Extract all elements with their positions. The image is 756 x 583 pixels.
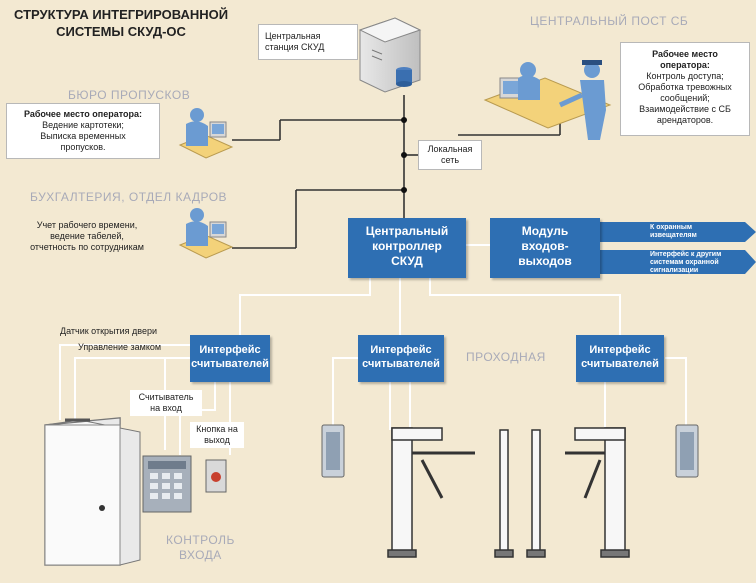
io-output-line: сигнализации: [650, 267, 699, 274]
operator-desk-icon: [483, 62, 612, 129]
central-post-workplace-title-1: Рабочее место: [652, 49, 718, 59]
title-line-1: СТРУКТУРА ИНТЕГРИРОВАННОЙ: [14, 7, 229, 22]
exit-button-line-2: выход: [204, 435, 230, 445]
security-guard-icon: [558, 60, 606, 140]
turnstile-label: ПРОХОДНАЯ: [466, 350, 546, 364]
reader-interface-line-1: Интерфейс: [589, 344, 651, 356]
accounting-text-line: отчетность по сотрудникам: [30, 242, 144, 252]
reader-interface-line-1: Интерфейс: [370, 344, 432, 356]
central-controller-line-1: Центральный: [365, 224, 449, 238]
central-post-item: Контроль доступа;: [646, 71, 724, 81]
io-module-line-3: выходов: [518, 254, 572, 268]
accounting-operator-icon: [178, 208, 234, 259]
door-icon: [44, 417, 141, 566]
reader-interface-line-1: Интерфейс: [199, 344, 261, 356]
io-output-line: системам охранной: [650, 259, 719, 266]
reader-interface-line-2: считывателей: [362, 358, 440, 370]
pass-office-item: пропусков.: [60, 142, 106, 152]
io-module-line-2: входов-: [521, 239, 569, 253]
connection-lines: [232, 95, 561, 249]
reader-interface-line-2: считывателей: [191, 358, 269, 370]
exit-button-label: Кнопка на выход: [190, 422, 244, 448]
card-reader-right-icon: [675, 424, 699, 478]
server-icon: [358, 17, 422, 93]
lock-control-label: Управление замком: [78, 342, 162, 352]
entrance-caption-line-1: КОНТРОЛЬ: [166, 533, 235, 547]
central-controller-line-3: СКУД: [391, 254, 423, 268]
central-controller: Центральный контроллер СКУД: [348, 218, 466, 278]
central-post-workplace: Рабочее место оператора: Контроль доступ…: [620, 42, 750, 136]
central-post-item: Взаимодействие с СБ: [639, 104, 731, 114]
accounting-text-line: Учет рабочего времени,: [36, 220, 138, 230]
pass-office-heading: БЮРО ПРОПУСКОВ: [68, 88, 191, 102]
entry-reader-line-2: на вход: [150, 403, 182, 413]
reader-interface-entrance: Интерфейс считывателей: [190, 335, 270, 382]
central-station-label: Центральная станция СКУД: [258, 24, 358, 60]
reader-interface-turnstile-left: Интерфейс считывателей: [358, 335, 444, 382]
exit-button-line-1: Кнопка на: [196, 424, 238, 434]
central-post-item: сообщений;: [660, 93, 710, 103]
entrance-caption-line-2: ВХОДА: [179, 548, 222, 562]
io-output-line: Интерфейс к другим: [650, 251, 722, 258]
local-network-line-2: сеть: [440, 155, 460, 165]
central-post-heading: ЦЕНТРАЛЬНЫЙ ПОСТ СБ: [530, 14, 689, 28]
local-network-label: Локальная сеть: [418, 140, 482, 170]
io-output-alarm-sensors: К охранным извещателям: [650, 224, 697, 240]
central-post-item: Обработка тревожных: [638, 82, 732, 92]
pass-office-workplace: Рабочее место оператора: Ведение картоте…: [6, 103, 160, 159]
pass-office-item: Выписка временных: [40, 131, 126, 141]
exit-button-icon: [205, 459, 227, 493]
accounting-text-line: ведение табелей,: [50, 231, 124, 241]
diagram-title: СТРУКТУРА ИНТЕГРИРОВАННОЙ СИСТЕМЫ СКУД-О…: [14, 6, 228, 40]
turnstile-posts-icon: [494, 429, 546, 558]
card-reader-left-icon: [321, 424, 345, 478]
central-controller-line-2: контроллер: [372, 239, 442, 253]
accounting-text: Учет рабочего времени, ведение табелей, …: [12, 220, 162, 253]
io-output-line: извещателям: [650, 232, 697, 239]
io-output-alarm-systems: Интерфейс к другим системам охранной сиг…: [650, 251, 721, 275]
pass-office-item: Ведение картотеки;: [42, 120, 124, 130]
io-module-line-1: Модуль: [521, 224, 569, 238]
title-line-2: СИСТЕМЫ СКУД-ОС: [56, 24, 186, 39]
central-post-item: арендаторов.: [656, 115, 714, 125]
turnstile-left-icon: [387, 427, 475, 558]
keypad-reader-icon: [142, 455, 192, 513]
reader-interface-line-2: считывателей: [581, 358, 659, 370]
io-module: Модуль входов- выходов: [490, 218, 600, 278]
central-station-line-1: Центральная: [265, 31, 321, 41]
entry-reader-line-1: Считыватель: [138, 392, 194, 402]
accounting-heading: БУХГАЛТЕРИЯ, ОТДЕЛ КАДРОВ: [30, 190, 228, 204]
reader-interface-turnstile-right: Интерфейс считывателей: [576, 335, 664, 382]
entrance-caption: КОНТРОЛЬ ВХОДА: [166, 533, 235, 563]
central-post-workplace-title-2: оператора:: [660, 60, 710, 70]
turnstile-right-icon: [565, 427, 630, 558]
pass-office-workplace-title: Рабочее место оператора:: [23, 109, 143, 119]
entrance-wires: [59, 344, 190, 420]
output-arrows: [600, 222, 756, 274]
entry-reader-label: Считыватель на вход: [130, 390, 202, 416]
central-station-line-2: станция СКУД: [265, 42, 325, 52]
door-sensor-label: Датчик открытия двери: [60, 326, 158, 336]
pass-office-operator-icon: [178, 108, 234, 159]
io-output-line: К охранным: [650, 224, 692, 231]
local-network-line-1: Локальная: [427, 144, 473, 154]
network-nodes: [401, 117, 407, 193]
